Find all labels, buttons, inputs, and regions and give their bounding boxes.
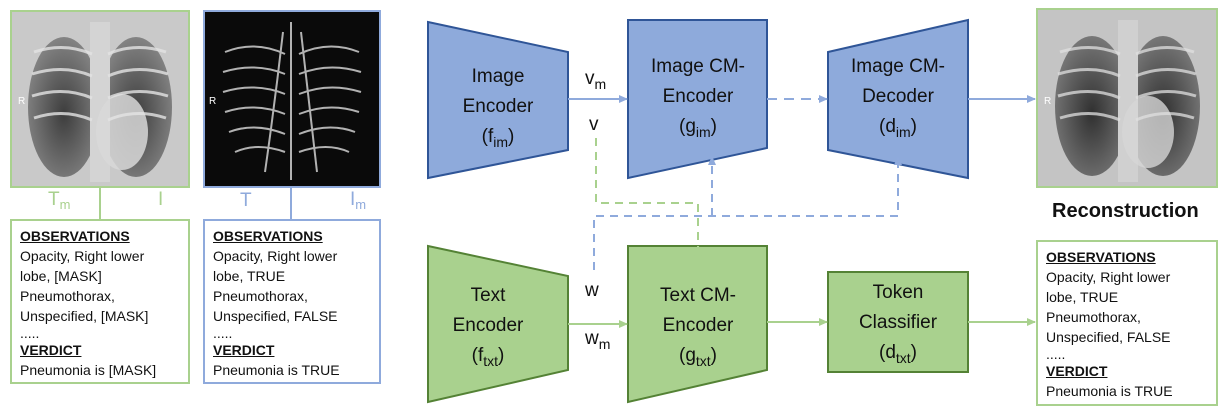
report-line: Unspecified, [MASK] (20, 308, 149, 324)
svg-text:R: R (209, 96, 216, 107)
text-encoder-label: Text Encoder (ftxt) (452, 285, 524, 369)
verdict-line: Pneumonia is [MASK] (20, 362, 157, 378)
edge-label-wm: wm (585, 328, 611, 352)
token-classifier-block (827, 271, 969, 373)
text-encoder-block (427, 244, 569, 404)
image-encoder-block (427, 20, 569, 180)
report-line: lobe, TRUE (1046, 289, 1119, 305)
report-line: Pneumothorax, (213, 288, 308, 304)
report-line: Opacity, Right lower (1046, 269, 1171, 285)
label-i: I (158, 189, 164, 210)
edge-label-v: v (589, 114, 599, 135)
image-cm-decoder-label: Image CM- Decoder (dim) (851, 56, 945, 140)
verdict-heading: VERDICT (1046, 363, 1108, 379)
predicted-report: OBSERVATIONS Opacity, Right lower lobe, … (1036, 240, 1218, 406)
verdict-heading: VERDICT (213, 342, 275, 358)
report-line: ..... (213, 325, 233, 341)
edge-label-w: w (585, 280, 599, 301)
observations-heading: OBSERVATIONS (213, 228, 323, 244)
label-t: T (240, 190, 252, 211)
image-encoder-label: Image Encoder (fim) (462, 66, 534, 150)
masked-report: OBSERVATIONS Opacity, Right lower lobe, … (10, 219, 190, 384)
verdict-line: Pneumonia is TRUE (1046, 383, 1173, 399)
report-line: ..... (1046, 346, 1066, 362)
image-cm-decoder-block (827, 18, 969, 180)
text-cm-encoder-block (627, 245, 768, 404)
true-report: OBSERVATIONS Opacity, Right lower lobe, … (203, 219, 381, 384)
edge-label-vm: vm (585, 68, 607, 92)
report-line: ..... (20, 325, 40, 341)
observations-heading: OBSERVATIONS (1046, 249, 1156, 265)
report-line: Unspecified, FALSE (213, 308, 338, 324)
label-im: Im (350, 189, 367, 212)
reconstruction-title: Reconstruction (1052, 200, 1199, 222)
masked-xray-image: R (10, 10, 190, 188)
image-cm-encoder-label: Image CM- Encoder (gim) (651, 56, 745, 140)
dashed-path-v (595, 138, 702, 264)
svg-text:R: R (18, 96, 25, 107)
verdict-line: Pneumonia is TRUE (213, 362, 340, 378)
report-line: Pneumothorax, (1046, 309, 1141, 325)
report-line: Opacity, Right lower (20, 248, 145, 264)
text-cm-encoder-label: Text CM- Encoder (gtxt) (660, 285, 736, 369)
report-line: Pneumothorax, (20, 288, 115, 304)
image-cm-encoder-block (627, 19, 768, 180)
report-line: lobe, TRUE (213, 268, 286, 284)
token-classifier-label: Token Classifier (dtxt) (858, 282, 938, 366)
report-line: Unspecified, FALSE (1046, 329, 1171, 345)
edge-xray-image: R (203, 10, 381, 188)
report-line: lobe, [MASK] (20, 268, 102, 284)
reconstructed-xray-image: R (1036, 8, 1218, 188)
label-tm: Tm (48, 189, 71, 212)
report-line: Opacity, Right lower (213, 248, 338, 264)
svg-text:R: R (1044, 96, 1051, 107)
observations-heading: OBSERVATIONS (20, 228, 130, 244)
verdict-heading: VERDICT (20, 342, 82, 358)
